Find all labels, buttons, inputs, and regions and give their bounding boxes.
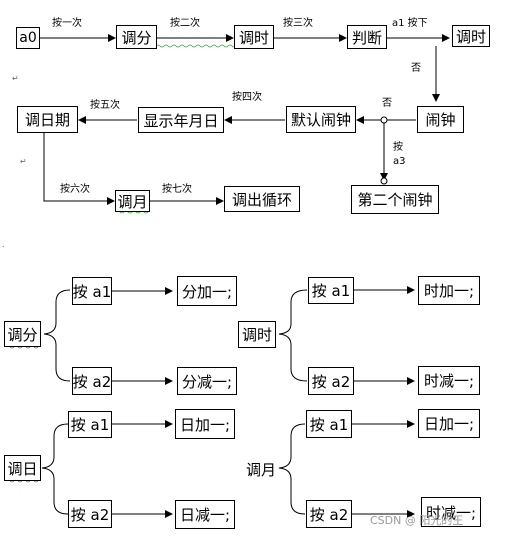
tree-shi-inc: 时加一;: [418, 276, 480, 305]
node-tiaofen: 调分: [116, 25, 157, 49]
tree-yue-a1: 按 a1: [306, 410, 352, 438]
label-a1-anxia: a1 按下: [392, 18, 428, 29]
wavy-underline: [155, 44, 237, 48]
label-fou-1: 否: [411, 63, 421, 74]
junction-dot-bottom: [380, 177, 388, 185]
node-dierge-naozhong: 第二个闹钟: [351, 185, 439, 214]
paragraph-mark: ↵: [12, 74, 19, 83]
node-moren-naozhong: 默认闹钟: [286, 106, 356, 133]
node-a0: a0: [16, 27, 40, 49]
tree-fen-a1: 按 a1: [72, 277, 112, 305]
tree-yue-dec: 时减一;: [421, 497, 481, 527]
label-fou-2: 否: [382, 98, 392, 109]
label-an-wu: 按五次: [90, 100, 120, 111]
node-xianshi: 显示年月日: [138, 107, 224, 133]
node-tiaoshi-right: 调时: [452, 25, 490, 47]
tree-ri-root: 调日: [4, 455, 41, 481]
node-tiaoshi: 调时: [234, 25, 274, 49]
tree-ri-inc: 日加一;: [175, 409, 235, 439]
label-an-qi: 按七次: [162, 184, 192, 195]
tree-fen-root: 调分: [4, 321, 41, 347]
label-an: 按: [393, 142, 403, 153]
tree-shi-dec: 时减一;: [418, 366, 480, 395]
tree-shi-root: 调时: [238, 321, 276, 348]
tree-shi-a1: 按 a1: [308, 277, 354, 304]
label-an-liu: 按六次: [60, 184, 90, 195]
brace-yue: [278, 423, 306, 515]
brace-shi: [278, 289, 308, 382]
watermark: CSDN @ 阳光的王: [370, 514, 464, 527]
arrow-tiaoriqi-tiaoyue: [43, 133, 115, 205]
tree-yue-inc: 日加一;: [418, 409, 480, 438]
label-an-yi: 按一次: [52, 18, 82, 29]
brace-ri: [41, 423, 69, 515]
tree-fen-a2: 按 a2: [72, 367, 112, 395]
node-tiaoriqi: 调日期: [17, 106, 78, 133]
tree-yue-a2: 按 a2: [306, 500, 352, 528]
label-a3: a3: [393, 156, 406, 167]
node-naozhong: 闹钟: [417, 106, 464, 133]
junction-dot: [380, 116, 388, 124]
node-panduan: 判断: [347, 25, 387, 49]
tree-ri-a2: 按 a2: [68, 500, 112, 528]
tree-shi-a2: 按 a2: [308, 367, 354, 395]
label-an-er: 按二次: [170, 18, 200, 29]
tree-fen-inc: 分加一;: [177, 276, 237, 306]
paragraph-mark: ↵: [20, 157, 27, 166]
node-tiaochu: 调出循环: [224, 186, 300, 212]
paragraph-mark: .: [2, 240, 5, 249]
node-tiaoyue: 调月: [115, 190, 150, 212]
tree-yue-root: 调月: [246, 461, 277, 479]
tree-ri-a1: 按 a1: [68, 411, 112, 438]
label-an-si: 按四次: [232, 92, 262, 103]
tree-fen-dec: 分减一;: [177, 367, 237, 395]
label-an-san: 按三次: [283, 18, 313, 29]
brace-fen: [43, 289, 71, 382]
tree-ri-dec: 日减一;: [175, 500, 235, 529]
